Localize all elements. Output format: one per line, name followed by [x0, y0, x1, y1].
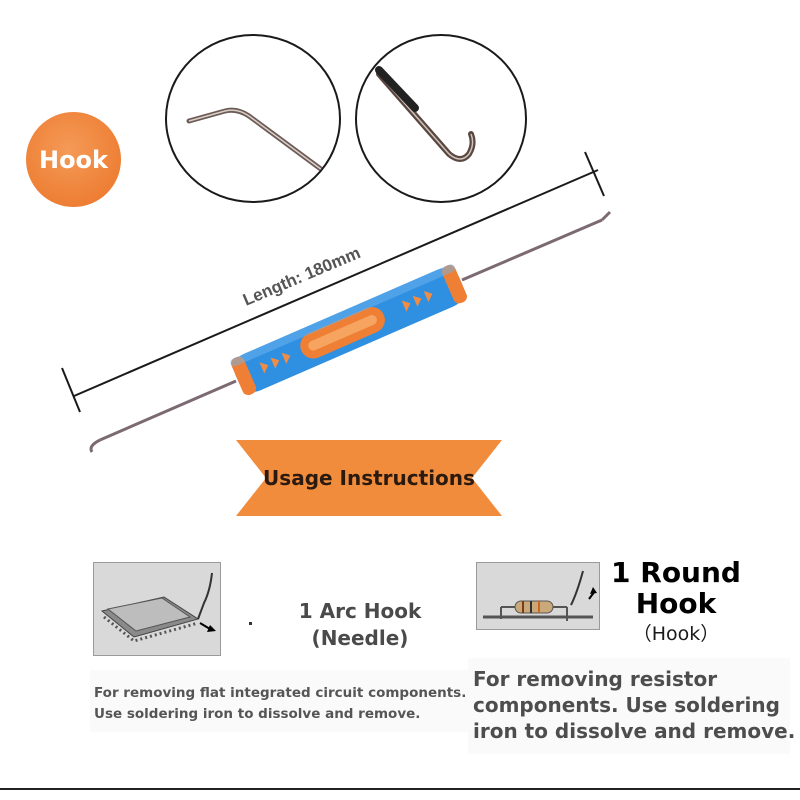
hook-tip-right-icon — [375, 66, 476, 162]
usage-banner-shape — [236, 440, 502, 516]
detail-circle-arc-tip — [165, 34, 341, 203]
resistor-icon — [483, 570, 597, 621]
usage-banner-title: Usage Instructions — [263, 466, 475, 490]
resistor-illustration — [476, 562, 600, 630]
arc-hook-description-line1: For removing flat integrated circuit com… — [94, 685, 467, 701]
round-hook-title: 1 Round Hook — [611, 556, 741, 620]
dimension-label: Length: 180mm — [240, 243, 363, 310]
round-hook-subtitle: （Hook） — [632, 623, 720, 645]
dimension-line — [61, 151, 605, 413]
hook-badge: Hook — [26, 112, 121, 207]
arc-hook-title: 1 Arc Hook (Needle) — [298, 599, 422, 650]
arc-hook-description: For removing flat integrated circuit com… — [94, 683, 474, 725]
dual-hook-tool-icon: Length: 180mm — [61, 151, 612, 453]
arc-hook-description-line2: Use soldering iron to dissolve and remov… — [94, 706, 421, 722]
ic-chip-illustration — [93, 562, 221, 656]
hook-badge-label: Hook — [38, 145, 109, 174]
detail-circle-round-tip — [355, 34, 527, 203]
ic-chip-icon — [100, 572, 216, 643]
round-hook-panel — [468, 658, 790, 754]
bottom-divider — [0, 788, 800, 790]
usage-banner: Usage Instructions — [236, 440, 502, 516]
round-hook-description: For removing resistor components. Use so… — [473, 667, 796, 743]
decorative-dot — [249, 622, 252, 625]
hook-tip-left-icon — [186, 107, 339, 184]
arc-hook-panel — [90, 670, 470, 732]
